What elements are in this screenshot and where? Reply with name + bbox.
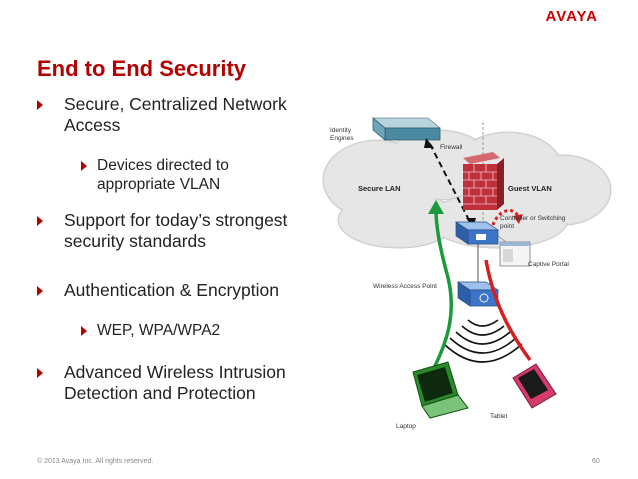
captive-portal-label: Captive Portal: [528, 261, 569, 268]
slide-title: End to End Security: [37, 56, 247, 81]
captive-portal-window-icon: [499, 241, 531, 267]
secure-path-arrow: [431, 209, 454, 371]
bullet-text: Authentication & Encryption: [64, 280, 279, 300]
header-bar: AVAYA: [0, 0, 638, 30]
network-diagram: Identity Engines Firewall Secure LAN Gue…: [318, 110, 618, 440]
laptop-label: Laptop: [396, 423, 416, 430]
bullet-text: Support for today’s strongest: [64, 210, 288, 230]
avaya-logo: AVAYA: [545, 8, 598, 25]
bullet-text: Detection and Protection: [64, 383, 256, 403]
wireless-waves: [443, 319, 523, 363]
bullet-text: security standards: [64, 231, 207, 251]
wireless-access-point-icon: [456, 281, 500, 307]
bullet-text: Secure, Centralized Network: [64, 94, 287, 114]
guest-path-arrow: [484, 259, 532, 362]
guest-vlan-label: Guest VLAN: [508, 184, 552, 193]
bullet-text: Advanced Wireless Intrusion: [64, 362, 286, 382]
network-diagram-svg: Identity Engines Firewall Secure LAN Gue…: [322, 117, 612, 430]
bullet-arrow-icon: [37, 368, 43, 378]
firewall-icon: [463, 152, 504, 210]
bullet-text: Access: [64, 115, 121, 135]
bullet-text: Devices directed to: [97, 157, 229, 174]
wireless-access-point-label: Wireless Access Point: [373, 283, 437, 290]
bullet-arrow-icon: [81, 326, 87, 336]
bullet-text: WEP, WPA/WPA2: [97, 322, 221, 339]
identity-engines-device-icon: [371, 117, 442, 141]
tablet-label: Tablet: [490, 413, 508, 420]
bullet-arrow-icon: [37, 216, 43, 226]
laptop-icon: [412, 361, 469, 419]
secure-lan-label: Secure LAN: [358, 184, 401, 193]
identity-engines-label: Identity Engines: [330, 127, 354, 142]
page-number: 60: [592, 458, 600, 465]
firewall-label: Firewall: [440, 144, 463, 151]
bullet-text: appropriate VLAN: [97, 176, 221, 193]
bullet-arrow-icon: [37, 286, 43, 296]
bullet-arrow-icon: [81, 161, 87, 171]
controller-switch-icon: [454, 221, 500, 245]
copyright-footer: © 2013 Avaya Inc. All rights reserved.: [37, 458, 154, 465]
bullet-arrow-icon: [37, 100, 43, 110]
controller-label: Controller or Switching point: [500, 215, 567, 230]
tablet-icon: [512, 363, 557, 409]
